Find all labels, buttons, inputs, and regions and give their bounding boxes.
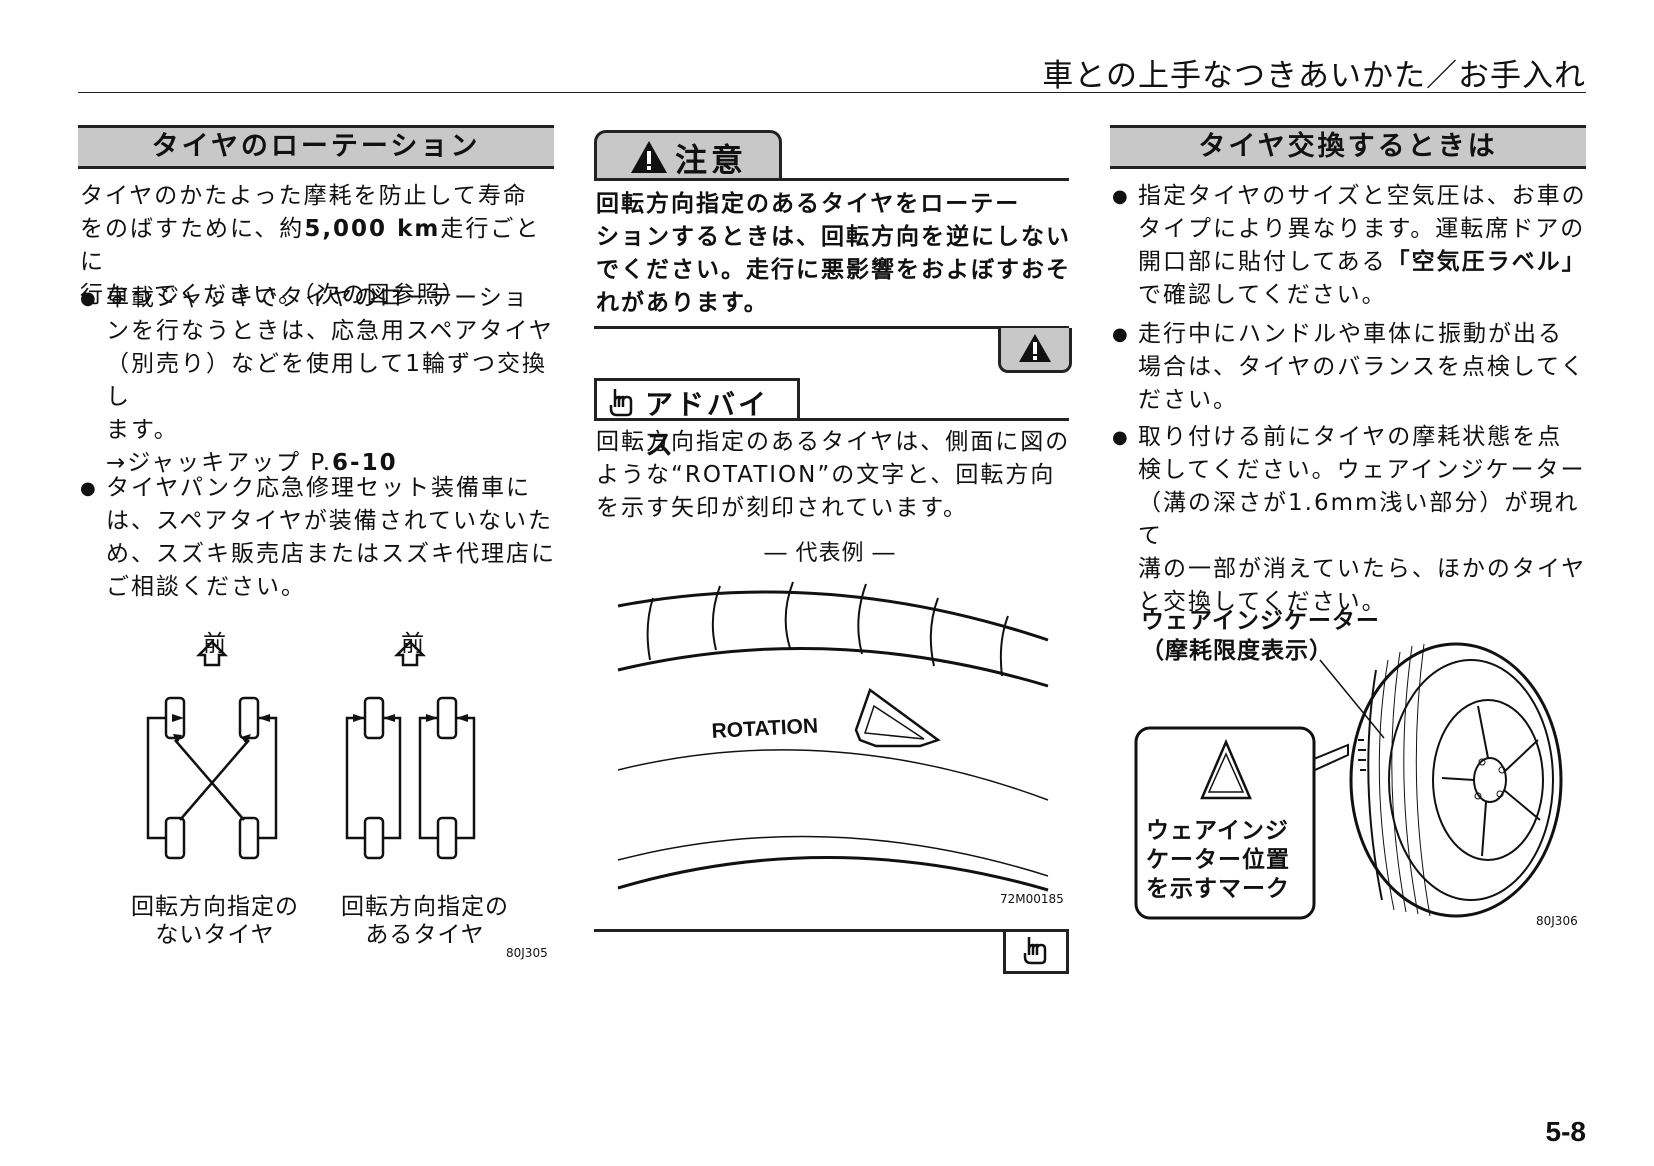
bullet-line: 車載ジャッキでタイヤのローテーショ xyxy=(106,285,529,311)
caption-directional: 回転方向指定のあるタイヤ xyxy=(341,894,509,948)
tire-sidewall-illustration: ROTATION xyxy=(617,581,1049,892)
rotation-intro: タイヤのかたよった摩耗を防止して寿命 をのばすために、約5,000 km走行ごと… xyxy=(80,180,556,312)
caution-tab: 注意 xyxy=(594,130,782,179)
example-label: ― 代表例 ― xyxy=(764,541,896,566)
pointing-hand-icon xyxy=(1023,937,1047,965)
advice-bottom-rule xyxy=(594,929,1069,932)
bullet-dot: ● xyxy=(1112,324,1130,345)
pointing-hand-icon xyxy=(609,389,633,417)
advice-end-tab xyxy=(1003,931,1069,974)
page-number: 5-8 xyxy=(1545,1116,1586,1147)
replacement-bullet-vibration: ● 走行中にハンドルや車体に振動が出る 場合は、タイヤのバランスを点検してく だ… xyxy=(1112,318,1590,417)
wear-indicator-label: ウェアインジケーター（摩耗限度表示） xyxy=(1141,608,1380,664)
figure-code: 80J306 xyxy=(1536,914,1578,928)
advice-label: アドバイス xyxy=(645,388,770,461)
front-label: 前 xyxy=(401,631,425,657)
intro-distance: 5,000 km xyxy=(304,216,441,242)
intro-line-1: タイヤのかたよった摩耗を防止して寿命 xyxy=(80,183,528,209)
wheel-rear-left xyxy=(164,816,186,860)
advice-top-rule xyxy=(594,418,1069,421)
header-divider xyxy=(78,92,1586,93)
intro-line-3: 行なってください。（次の図参照） xyxy=(80,282,467,308)
rotation-embossed-text: ROTATION xyxy=(711,714,819,743)
bullet-line: ご相談ください。 xyxy=(106,574,306,600)
pressure-label-name: 「空気圧ラベル」 xyxy=(1386,249,1587,275)
bullet-dot: ● xyxy=(80,478,98,499)
bullet-line: ンを行なうときは、応急用スペアタイヤ xyxy=(106,318,554,344)
caution-end-tab xyxy=(998,328,1072,373)
tire-wear-indicator-illustration xyxy=(1134,642,1563,920)
wheel-front-right xyxy=(238,696,260,740)
replacement-bullet-wear: ● 取り付ける前にタイヤの摩耗状態を点 検してください。ウェアインジケーター （… xyxy=(1112,421,1590,619)
caution-text: 回転方向指定のあるタイヤをローテー ションするときは、回転方向を逆にしない でく… xyxy=(596,191,1071,316)
bullet-line: ます。 xyxy=(106,417,179,443)
advice-tab: アドバイス xyxy=(594,378,800,461)
caution-top-rule xyxy=(594,178,1069,181)
warning-triangle-icon xyxy=(631,141,667,173)
figure-code: 80J305 xyxy=(506,946,548,960)
wheel-rear-right xyxy=(238,816,260,860)
warning-triangle-icon xyxy=(1019,334,1051,362)
section-heading-tire-replacement: タイヤ交換するときは xyxy=(1110,125,1586,169)
caption-non-directional: 回転方向指定のないタイヤ xyxy=(131,894,299,948)
rotation-bullet-repair-kit: ● タイヤパンク応急修理セット装備車に は、スペアタイヤが装備されていないた め… xyxy=(80,472,556,604)
chapter-title: 車との上手なつきあいかた／お手入れ xyxy=(1042,58,1586,94)
figure-code: 72M00185 xyxy=(1000,892,1064,906)
section-heading-tire-rotation: タイヤのローテーション xyxy=(78,125,554,169)
front-label: 前 xyxy=(203,631,227,657)
advice-text: 回転方向指定のあるタイヤは、側面に図の ような“ROTATION”の文字と、回転… xyxy=(596,429,1071,521)
replacement-bullet-size-pressure: ● 指定タイヤのサイズと空気圧は、お車の タイプにより異なります。運転席ドアの … xyxy=(1112,180,1590,312)
bullet-line: （別売り）などを使用して1輪ずつ交換し xyxy=(106,351,547,410)
indicator-mark-label: ウェアインジケーター位置を示すマーク xyxy=(1146,818,1290,902)
caution-label: 注意 xyxy=(675,141,748,179)
bullet-dot: ● xyxy=(1112,186,1130,207)
rotation-pattern-diagram xyxy=(146,640,476,860)
bullet-dot: ● xyxy=(80,288,98,309)
rotation-bullet-jack: ● 車載ジャッキでタイヤのローテーショ ンを行なうときは、応急用スペアタイヤ （… xyxy=(80,282,556,480)
page-reference[interactable]: →ジャッキアップ P.6-10 xyxy=(106,450,398,476)
bullet-line: タイヤパンク応急修理セット装備車に xyxy=(106,475,531,501)
bullet-dot: ● xyxy=(1112,427,1130,448)
intro-line-2b: 走行ごとに xyxy=(80,216,541,275)
intro-line-2a: をのばすために、約 xyxy=(80,216,305,242)
bullet-line: め、スズキ販売店またはスズキ代理店に xyxy=(106,541,556,567)
caution-bottom-rule xyxy=(594,326,1069,329)
bullet-line: は、スペアタイヤが装備されていないた xyxy=(106,508,554,534)
